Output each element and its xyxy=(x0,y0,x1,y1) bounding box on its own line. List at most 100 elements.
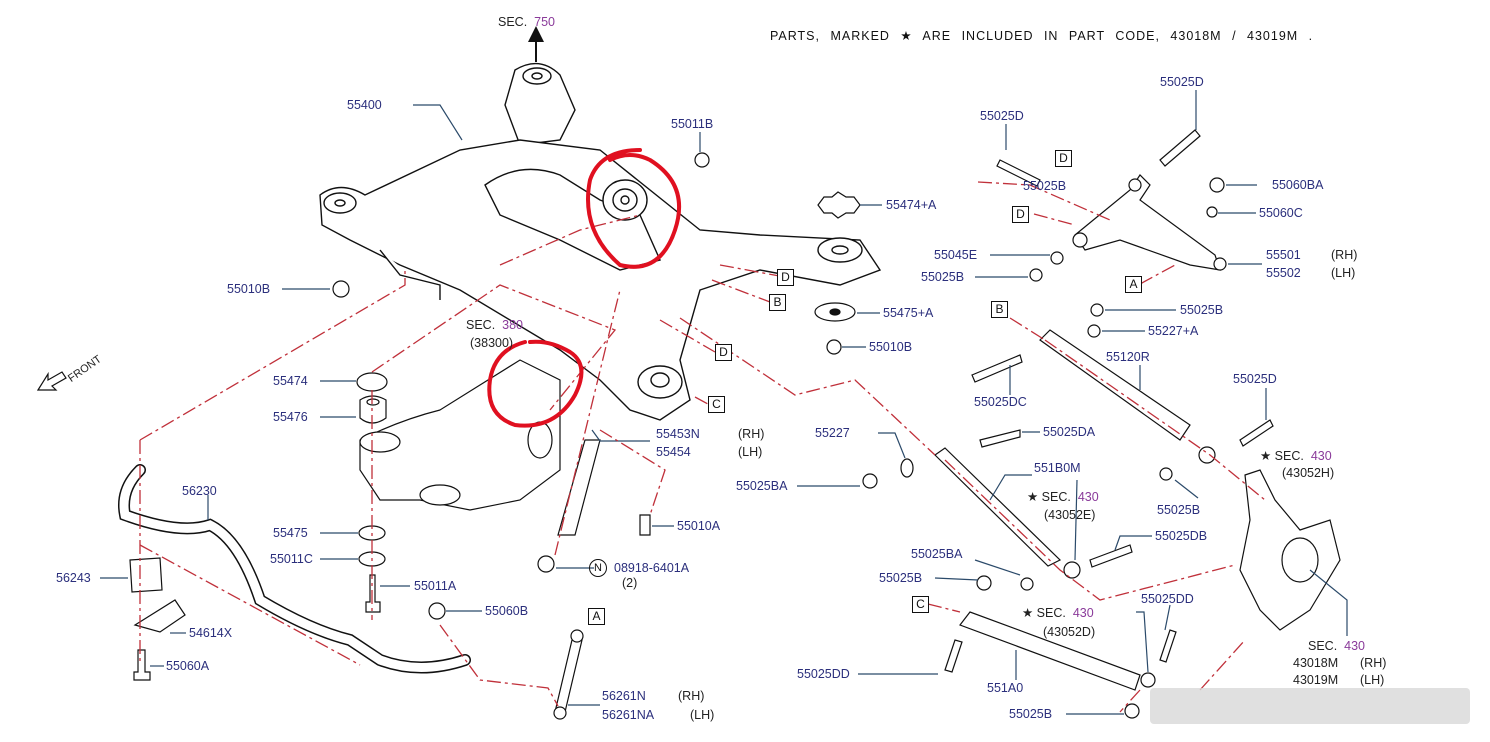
side-label: (RH) xyxy=(738,427,765,441)
part-label[interactable]: 55502 xyxy=(1266,266,1301,280)
ref-box-a: A xyxy=(1125,276,1142,293)
front-arrow-icon xyxy=(36,371,67,391)
part-label[interactable]: 55120R xyxy=(1106,350,1150,364)
ref-box-b: B xyxy=(769,294,786,311)
section-sub: (43052D) xyxy=(1043,625,1096,639)
part-label[interactable]: 55025D xyxy=(980,109,1024,123)
mounting-parts xyxy=(129,152,861,720)
parts-note: PARTS, MARKED ★ ARE INCLUDED IN PART COD… xyxy=(770,29,1314,43)
section-ref-430-d[interactable]: ★ SEC. 430 xyxy=(1022,606,1094,620)
side-label: (RH) xyxy=(1360,656,1387,670)
part-label[interactable]: 55011C xyxy=(270,552,313,566)
part-label[interactable]: 55025D xyxy=(1233,372,1277,386)
part-label[interactable]: 55227 xyxy=(815,426,850,440)
part-label[interactable]: 55025DD xyxy=(1141,592,1194,606)
sec-750-label: SEC. 750 xyxy=(498,15,555,29)
sec-number: 430 xyxy=(1344,639,1365,653)
section-sub: 43019M xyxy=(1293,673,1339,687)
sec-number: 430 xyxy=(1072,606,1094,620)
side-label: (LH) xyxy=(738,445,763,459)
part-label[interactable]: 55025B xyxy=(1157,503,1201,517)
part-label[interactable]: 55011A xyxy=(414,579,457,593)
sec-prefix: ★ SEC. xyxy=(1022,606,1066,620)
part-label[interactable]: 55060B xyxy=(485,604,529,618)
part-label[interactable]: 55025B xyxy=(879,571,923,585)
section-ref-380[interactable]: SEC. 380 xyxy=(466,318,523,332)
part-label[interactable]: 55227+A xyxy=(1148,324,1199,338)
part-label[interactable]: 55400 xyxy=(347,98,382,112)
section-sub: (38300) xyxy=(470,336,514,350)
ref-box-d: D xyxy=(1055,150,1072,167)
sec-prefix: ★ SEC. xyxy=(1027,490,1071,504)
part-label[interactable]: 551B0M xyxy=(1034,461,1081,475)
section-sub: 43018M xyxy=(1293,656,1339,670)
sec-number: 430 xyxy=(1077,490,1099,504)
ref-box-b: B xyxy=(991,301,1008,318)
part-label[interactable]: 55025BA xyxy=(911,547,963,561)
part-label[interactable]: 55474 xyxy=(273,374,308,388)
ref-box-d: D xyxy=(777,269,794,286)
part-label[interactable]: 55453N xyxy=(656,427,700,441)
side-label: (RH) xyxy=(1331,248,1358,262)
part-label[interactable]: 55060BA xyxy=(1272,178,1324,192)
highlight-circle-diff xyxy=(487,339,584,428)
part-label[interactable]: 54614X xyxy=(189,626,233,640)
watermark-blur xyxy=(1150,688,1470,724)
part-label[interactable]: 55025D xyxy=(1160,75,1204,89)
part-label[interactable]: 55045E xyxy=(934,248,978,262)
part-label[interactable]: 55025DB xyxy=(1155,529,1208,543)
sec-number: 430 xyxy=(1310,449,1332,463)
part-label[interactable]: 55025DD xyxy=(797,667,850,681)
ref-box-d: D xyxy=(1012,206,1029,223)
part-label[interactable]: 08918-6401A xyxy=(614,561,690,575)
side-label: (LH) xyxy=(690,708,715,722)
part-label[interactable]: 551A0 xyxy=(987,681,1024,695)
sec-number: 750 xyxy=(534,15,555,29)
sec-prefix: SEC. xyxy=(466,318,496,332)
part-label[interactable]: 55025DA xyxy=(1043,425,1096,439)
part-label[interactable]: 55011B xyxy=(671,117,714,131)
section-sub: (43052E) xyxy=(1044,508,1096,522)
ref-box-d: D xyxy=(715,344,732,361)
part-label[interactable]: 55025B xyxy=(1009,707,1053,721)
part-label[interactable]: 56261NA xyxy=(602,708,655,722)
part-label[interactable]: 55010B xyxy=(869,340,913,354)
part-label[interactable]: 55025B xyxy=(921,270,965,284)
part-label[interactable]: 56230 xyxy=(182,484,217,498)
sec-prefix: ★ SEC. xyxy=(1260,449,1304,463)
section-ref-430-knuckle[interactable]: SEC. 430 xyxy=(1308,639,1365,653)
ref-box-a: A xyxy=(588,608,605,625)
part-label[interactable]: 55025DC xyxy=(974,395,1027,409)
sec-prefix: SEC. xyxy=(1308,639,1338,653)
part-label[interactable]: 56261N xyxy=(602,689,646,703)
section-ref-430-h[interactable]: ★ SEC. 430 xyxy=(1260,449,1332,463)
part-label[interactable]: 55060C xyxy=(1259,206,1303,220)
highlight-circle-bushing xyxy=(586,148,682,269)
part-label[interactable]: 55010B xyxy=(227,282,271,296)
n-mark-icon: N xyxy=(589,559,607,577)
section-ref-430-e[interactable]: ★ SEC. 430 xyxy=(1027,490,1099,504)
sec-number: 380 xyxy=(502,318,523,332)
part-label[interactable]: 56243 xyxy=(56,571,91,585)
part-label[interactable]: 55475 xyxy=(273,526,308,540)
part-label[interactable]: 55474+A xyxy=(886,198,937,212)
subframe-55400 xyxy=(319,62,882,421)
part-label[interactable]: 55501 xyxy=(1266,248,1301,262)
part-label[interactable]: 55025B xyxy=(1023,179,1067,193)
part-label[interactable]: 55475+A xyxy=(883,306,934,320)
suspension-links xyxy=(862,129,1341,719)
part-label[interactable]: 55025B xyxy=(1180,303,1224,317)
part-label[interactable]: 55476 xyxy=(273,410,308,424)
part-label[interactable]: 55060A xyxy=(166,659,210,673)
part-label[interactable]: 55010A xyxy=(677,519,721,533)
side-label: (RH) xyxy=(678,689,705,703)
part-label[interactable]: 55025BA xyxy=(736,479,788,493)
section-sub: (43052H) xyxy=(1282,466,1335,480)
ref-box-c: C xyxy=(912,596,929,613)
quantity-label: (2) xyxy=(622,576,638,590)
part-label[interactable]: 55454 xyxy=(656,445,691,459)
side-label: (LH) xyxy=(1331,266,1356,280)
sec-prefix: SEC. xyxy=(498,15,528,29)
ref-box-c: C xyxy=(708,396,725,413)
